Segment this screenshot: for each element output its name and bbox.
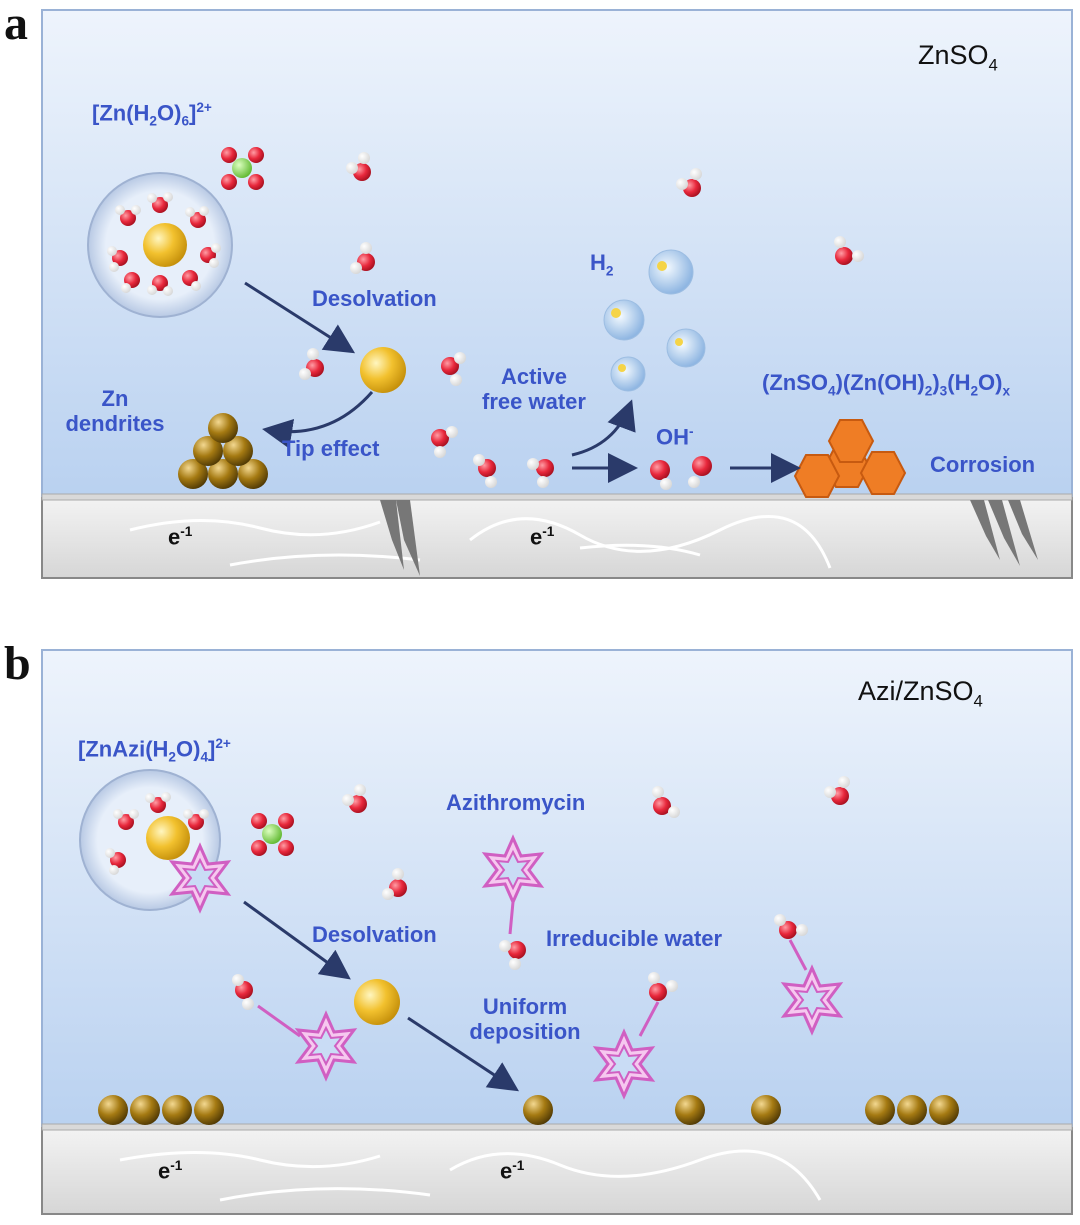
- corrosion-label: Corrosion: [930, 452, 1036, 477]
- panel-b-arrows: [243, 900, 520, 1092]
- panel-b-desolvation-label: Desolvation: [312, 922, 437, 947]
- byproduct-label: (ZnSO4)(Zn(OH)2)3(H2O)x: [762, 370, 1011, 399]
- free-water-molecules: [299, 152, 864, 488]
- zinc-electrode: [41, 1127, 1073, 1215]
- tether: [257, 1004, 301, 1038]
- panel-a-electron-label-2: e-1: [530, 524, 555, 550]
- bound-water: [499, 940, 526, 970]
- h2-label: H2: [590, 250, 614, 279]
- tether: [788, 939, 808, 971]
- panel-a-arrows: [244, 281, 801, 483]
- tip-effect-label: Tip effect: [282, 436, 380, 461]
- tether: [508, 901, 515, 935]
- sulfate-ion: [251, 813, 294, 856]
- zinc-ion-core: [143, 223, 187, 267]
- panel-a-complex-label: [Zn(H2O)6]2+: [92, 100, 212, 129]
- bound-water: [232, 974, 254, 1010]
- panel-a-electrolyte-label: ZnSO4: [918, 40, 998, 75]
- hydrogen-bubbles: [603, 249, 706, 392]
- electron-path-lines: [119, 1149, 822, 1202]
- panel-a-desolvation-label: Desolvation: [312, 286, 437, 311]
- electrode-cracks: [380, 500, 1038, 576]
- desolvated-zinc-ion: [360, 347, 406, 393]
- shell-water-molecules: [105, 792, 209, 875]
- panel-b-letter: b: [4, 637, 31, 690]
- azithromycin-label: Azithromycin: [446, 790, 586, 815]
- electron-path-lines: [129, 515, 832, 569]
- zinc-ion-core: [146, 816, 190, 860]
- panel-b-electron-label-1: e-1: [158, 1158, 183, 1184]
- panel-b-electrolyte-label: Azi/ZnSO4: [858, 676, 983, 711]
- zinc-electrode: [41, 497, 1073, 579]
- tether: [638, 1001, 660, 1037]
- zinc-dendrites: [178, 413, 268, 489]
- uniform-zinc-deposits: [98, 1095, 959, 1125]
- panel-b-complex-label: [ZnAzi(H2O)4]2+: [78, 736, 231, 765]
- byproduct-hexagons: [793, 419, 907, 498]
- bound-water: [648, 972, 678, 1001]
- hydroxide-ions: [650, 456, 712, 490]
- bound-water: [774, 914, 808, 939]
- irreducible-water-label: Irreducible water: [546, 926, 723, 951]
- shell-water-molecules: [107, 192, 221, 296]
- desolvated-zinc-ion: [354, 979, 400, 1025]
- free-water-molecules: [342, 776, 850, 900]
- panel-a-letter: a: [4, 0, 28, 50]
- panel-a-scene: [41, 9, 1073, 579]
- panel-a-electron-label-1: e-1: [168, 524, 193, 550]
- sulfate-ion: [221, 147, 264, 190]
- oh-label: OH-: [656, 424, 694, 450]
- panel-b-electron-label-2: e-1: [500, 1158, 525, 1184]
- panel-b-scene: [41, 649, 1073, 1215]
